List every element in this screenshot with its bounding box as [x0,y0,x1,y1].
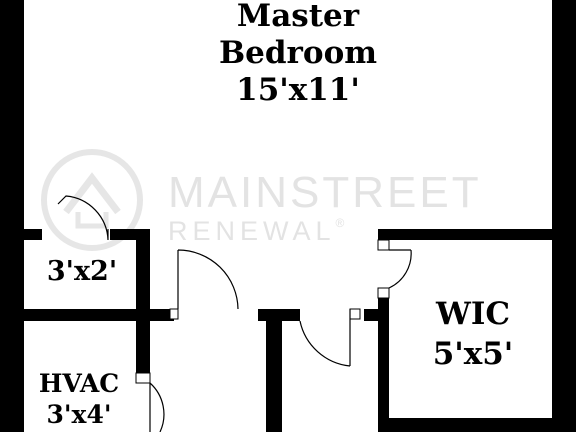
wall-right-outer [552,0,576,432]
wall-wic-top [378,229,552,240]
hvac-dims: 3'x4' [46,400,112,429]
wall-wic-left-lower [378,298,389,432]
door-jamb [377,287,390,299]
wall-wic-left-upper [378,229,389,240]
wic-label: WIC 5'x5' [398,294,548,374]
wic-name: WIC [436,296,510,332]
door-jamb [349,308,361,320]
wall-closet-top [24,229,42,240]
master-dims: 15'x11' [236,72,360,108]
watermark-logo-icon [41,149,143,251]
wall-left-outer [0,0,24,432]
closet-dims-label: 3'x2' [46,256,118,287]
hall-door-right-swing [299,309,351,367]
wall-wic-inner-bottom [389,418,552,432]
wall-hall-vertical [266,309,282,432]
wall-closet-top-right [110,229,150,240]
watermark-brand: MAINSTREET [168,168,482,217]
wall-closet-bottom [24,309,174,321]
door-jamb [169,308,179,320]
hall-door-left-swing [177,249,239,310]
closet-door-swing [57,195,109,241]
hvac-name: HVAC [38,369,120,398]
hvac-door-swing [149,382,165,432]
master-name-line1: Master [236,0,360,34]
door-jamb [135,372,151,384]
wic-door-swing [388,249,412,289]
master-bedroom-label: Master Bedroom 15'x11' [188,0,408,109]
wall-hvac-right [136,321,150,373]
door-jamb [377,239,390,251]
wic-dims: 5'x5' [432,336,514,372]
master-name-line2: Bedroom [218,35,378,71]
hvac-label: HVAC 3'x4' [26,368,132,430]
wall-closet-right [136,229,150,311]
watermark-sub: RENEWAL® [168,216,350,246]
